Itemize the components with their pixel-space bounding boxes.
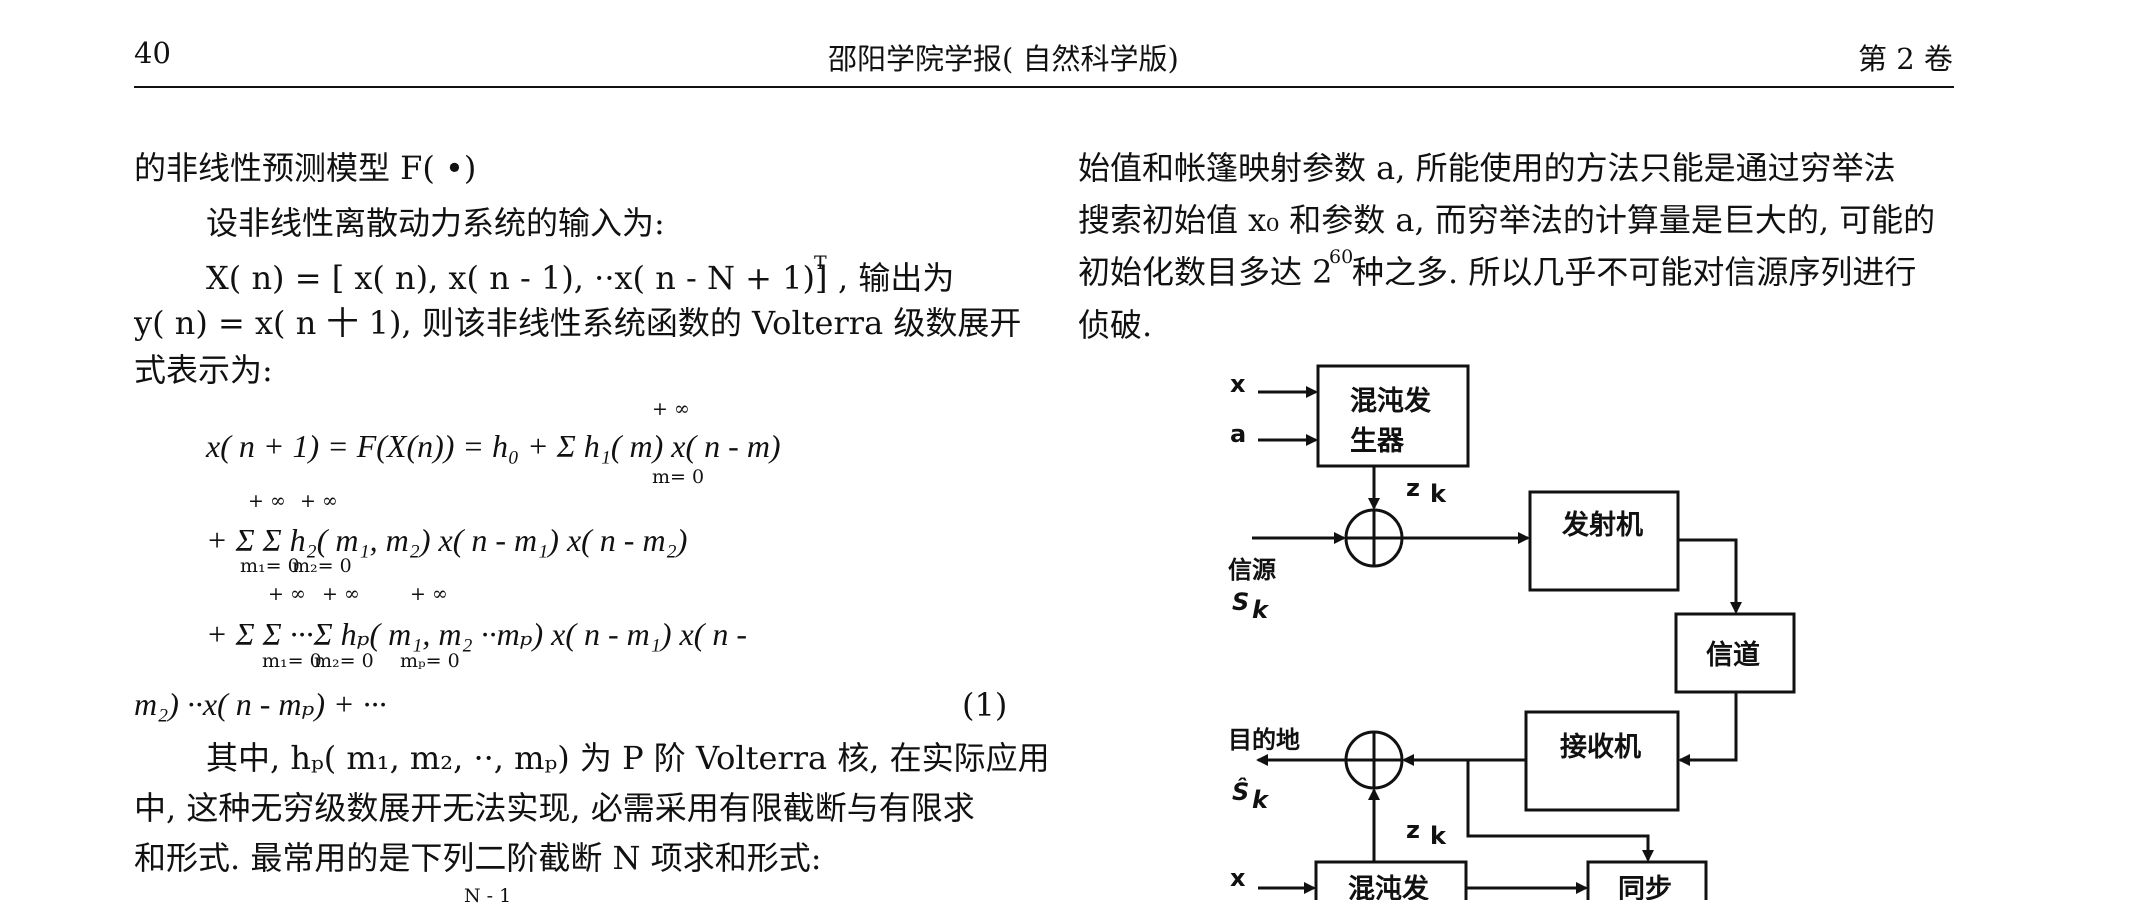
text-line: X( n) = [ x( n), x( n - 1), ··x( n - N +… [206, 259, 828, 297]
zk-label-top: z [1406, 474, 1420, 502]
arrow-to-receiver [1678, 692, 1738, 766]
destination-label: 目的地 [1228, 726, 1300, 754]
equation-number: (1) [962, 686, 1008, 724]
equation-row: + Σ Σ h₂( m₁, m₂) x( n - m₁) x( n - m₂) [206, 522, 688, 558]
input-x-bottom-label: x [1230, 864, 1246, 892]
source-label: 信源 [1228, 556, 1276, 584]
source-symbol: S [1232, 588, 1249, 616]
zk-label-bottom: z [1406, 816, 1420, 844]
text-line: 中, 这种无穷级数展开无法实现, 必需采用有限截断与有限求 [134, 789, 975, 827]
equation-row: x( n + 1) = F(X(n)) = h₀ + Σ h₁( m) x( n… [206, 428, 781, 464]
text-line: 的非线性预测模型 F( •) [134, 149, 477, 187]
text-line: 其中, hₚ( m₁, m₂, ··, mₚ) 为 P 阶 Volterra 核… [206, 739, 1050, 777]
sum-lower-limit: m₂= 0 [292, 555, 352, 577]
chaos-generator-label-2: 生器 [1350, 426, 1405, 457]
channel-label: 信道 [1706, 639, 1760, 671]
sum-lower-limit: m= 0 [652, 466, 705, 488]
text-line: 始值和帐篷映射参数 a, 所能使用的方法只能是通过穷举法 [1078, 149, 1896, 187]
sum-upper-limit: + ∞ [300, 490, 338, 512]
text-line: 和形式. 最常用的是下列二阶截断 N 项求和形式: [134, 839, 822, 877]
arrow-to-sync [1466, 760, 1654, 862]
sync-box [1586, 860, 1708, 900]
equation-row: m₂) ··x( n - mₚ) + ··· [134, 686, 387, 722]
zk-sub-top: k [1430, 480, 1447, 508]
chaos-generator-bottom-label: 混沌发 [1348, 873, 1429, 900]
sum-upper-limit: + ∞ [268, 583, 306, 605]
transpose-superscript: T [814, 252, 827, 274]
text-line: 种之多. 所以几乎不可能对信源序列进行 [1352, 253, 1917, 291]
receiver-label: 接收机 [1560, 732, 1641, 763]
zk-sub-bottom: k [1430, 822, 1447, 850]
input-a-label: a [1230, 420, 1246, 448]
destination-symbol: Ŝ [1232, 776, 1249, 806]
chaos-generator-label-1: 混沌发 [1350, 385, 1431, 417]
journal-title: 邵阳学院学报( 自然科学版) [828, 42, 1179, 76]
sum-upper-limit: + ∞ [248, 490, 286, 512]
text-line: 设非线性离散动力系统的输入为: [206, 204, 665, 242]
sync-label: 同步 [1618, 874, 1672, 900]
destination-sub: k [1252, 786, 1270, 814]
equation-row: + Σ Σ ···Σ hₚ( m₁, m₂ ··mₚ) x( n - m₁) x… [206, 616, 748, 652]
sum-upper-limit: + ∞ [410, 583, 448, 605]
input-x-label: x [1230, 370, 1246, 398]
page-number: 40 [134, 36, 171, 70]
text-line: 搜索初始值 x₀ 和参数 a, 而穷举法的计算量是巨大的, 可能的 [1078, 201, 1936, 239]
sum-lower-limit: mₚ= 0 [400, 650, 460, 672]
text-line: 侦破. [1078, 306, 1153, 344]
sum-upper-limit: + ∞ [322, 583, 360, 605]
sum-lower-limit: m₁= 0 [262, 650, 322, 672]
sum-upper-limit: + ∞ [652, 398, 690, 420]
chaos-generator-box-bottom [1314, 860, 1468, 900]
text-line: , 输出为 [838, 259, 955, 297]
text-line: 初始化数目多达 2 [1078, 253, 1333, 291]
arrow-to-channel [1678, 538, 1742, 614]
transmitter-box [1528, 490, 1680, 592]
text-line: y( n) = x( n 十 1), 则该非线性系统函数的 Volterra 级… [134, 304, 1022, 342]
sum-lower-limit: m₁= 0 [240, 555, 300, 577]
exponent: 60 [1329, 246, 1354, 268]
sum-lower-limit: m₂= 0 [314, 650, 374, 672]
source-sub: k [1252, 596, 1270, 624]
transmitter-label: 发射机 [1561, 509, 1643, 541]
text-line: 式表示为: [134, 351, 273, 389]
volume-label: 第 2 卷 [1858, 42, 1953, 76]
chaos-generator-box-top [1316, 364, 1470, 468]
header-rule [134, 86, 1954, 88]
